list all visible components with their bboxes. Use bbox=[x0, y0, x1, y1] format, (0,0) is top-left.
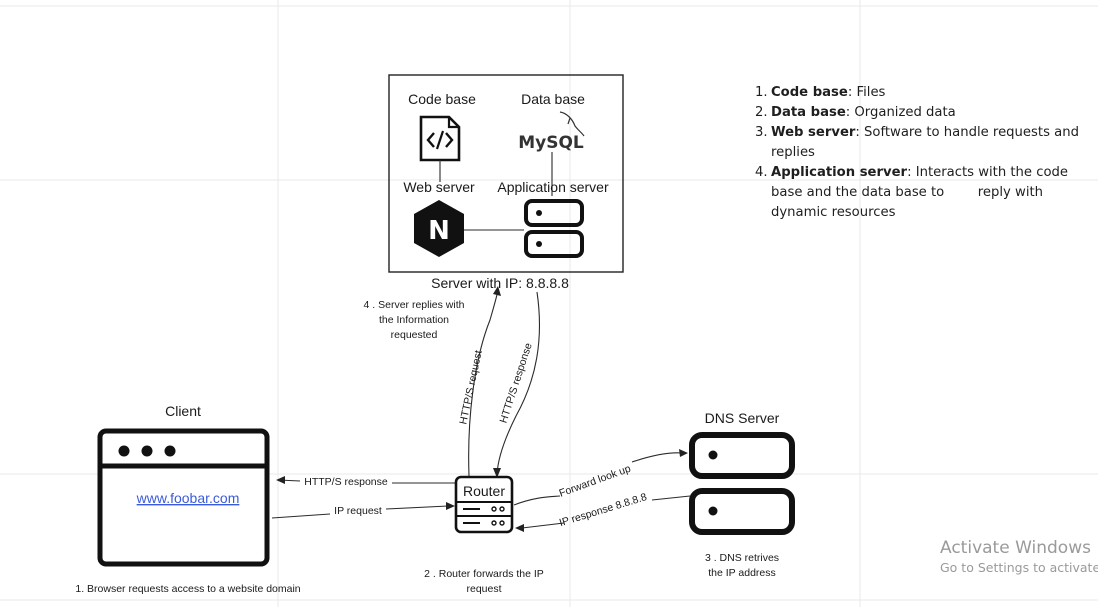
note-number: 4. bbox=[755, 165, 768, 180]
notes-list: 1. Code base: Files 2. Data base: Organi… bbox=[755, 83, 1095, 223]
server-reply-step-line1: 4 . Server replies with bbox=[364, 299, 465, 311]
dns-step-line1: 3 . DNS retrives bbox=[705, 552, 779, 564]
note-number: 2. bbox=[755, 105, 768, 120]
nginx-logo-icon: N bbox=[414, 200, 464, 257]
server-reply-step-line2: the Information bbox=[379, 314, 449, 326]
http-response-up-arrow: HTTP/S response bbox=[493, 291, 541, 478]
ip-response-label: IP response 8.8.8.8 bbox=[558, 491, 649, 529]
server-box[interactable] bbox=[388, 74, 624, 273]
router-icon[interactable] bbox=[454, 475, 514, 534]
dns-step-line2: the IP address bbox=[708, 567, 776, 579]
note-item: 2. Data base: Organized data bbox=[755, 103, 1095, 123]
code-base-label: Code base bbox=[408, 91, 476, 107]
dns-server-icon[interactable] bbox=[689, 432, 795, 535]
client-browser-window[interactable] bbox=[97, 428, 270, 567]
server-reply-step-line3: requested bbox=[391, 329, 438, 341]
ip-request-label: IP request bbox=[334, 505, 382, 517]
http-request-label: HTTP/S request bbox=[457, 349, 484, 425]
router-step-line2: request bbox=[466, 583, 501, 595]
forward-lookup-arrow: Forward look up bbox=[513, 449, 688, 506]
nginx-logo-text: N bbox=[428, 216, 450, 246]
watermark-subtitle: Go to Settings to activate Windows. bbox=[940, 560, 1098, 575]
http-response-client-arrow: HTTP/S response bbox=[276, 476, 455, 488]
watermark-title: Activate Windows bbox=[940, 538, 1091, 558]
note-term: Web server bbox=[771, 125, 856, 140]
note-term: Code base bbox=[771, 85, 848, 100]
http-response-up-label: HTTP/S response bbox=[498, 341, 535, 424]
web-server-label: Web server bbox=[403, 179, 475, 195]
note-description: : Software to handle requests and replie… bbox=[771, 125, 1079, 160]
router-label: Router bbox=[463, 483, 505, 499]
window-dot-icon bbox=[141, 445, 153, 457]
ip-request-arrow: IP request bbox=[271, 502, 455, 519]
http-request-arrow: HTTP/S request bbox=[457, 286, 501, 477]
code-file-icon bbox=[419, 115, 461, 162]
router-step-line1: 2 . Router forwards the IP bbox=[424, 568, 544, 580]
forward-lookup-label: Forward look up bbox=[558, 463, 633, 500]
dns-server-label: DNS Server bbox=[705, 410, 780, 426]
note-term: Application server bbox=[771, 165, 908, 180]
ip-response-arrow: IP response 8.8.8.8 bbox=[515, 491, 691, 532]
application-server-icon bbox=[524, 199, 584, 258]
note-term: Data base bbox=[771, 105, 846, 120]
http-response-client-label: HTTP/S response bbox=[304, 476, 388, 488]
application-server-label: Application server bbox=[497, 179, 609, 195]
note-item: 1. Code base: Files bbox=[755, 83, 1095, 103]
window-dot-icon bbox=[118, 445, 130, 457]
window-dot-icon bbox=[164, 445, 176, 457]
note-description: : Files bbox=[847, 85, 886, 100]
note-number: 1. bbox=[755, 85, 768, 100]
note-item: 3. Web server: Software to handle reques… bbox=[755, 123, 1095, 163]
activate-windows-watermark: Activate Windows Go to Settings to activ… bbox=[940, 537, 1098, 577]
mysql-logo-icon: MySQL bbox=[518, 111, 585, 153]
website-url-link[interactable]: www.foobar.com bbox=[136, 490, 240, 506]
note-description: : Organized data bbox=[845, 105, 956, 120]
note-item: 4. Application server: Interacts with th… bbox=[755, 163, 1095, 223]
note-description: : Interacts with the code base and the d… bbox=[771, 165, 1073, 220]
client-label: Client bbox=[165, 403, 201, 419]
note-number: 3. bbox=[755, 125, 768, 140]
mysql-logo-text: MySQL bbox=[518, 133, 584, 153]
client-step-text: 1. Browser requests access to a website … bbox=[75, 583, 300, 595]
data-base-label: Data base bbox=[521, 91, 585, 107]
server-caption: Server with IP: 8.8.8.8 bbox=[431, 275, 569, 291]
